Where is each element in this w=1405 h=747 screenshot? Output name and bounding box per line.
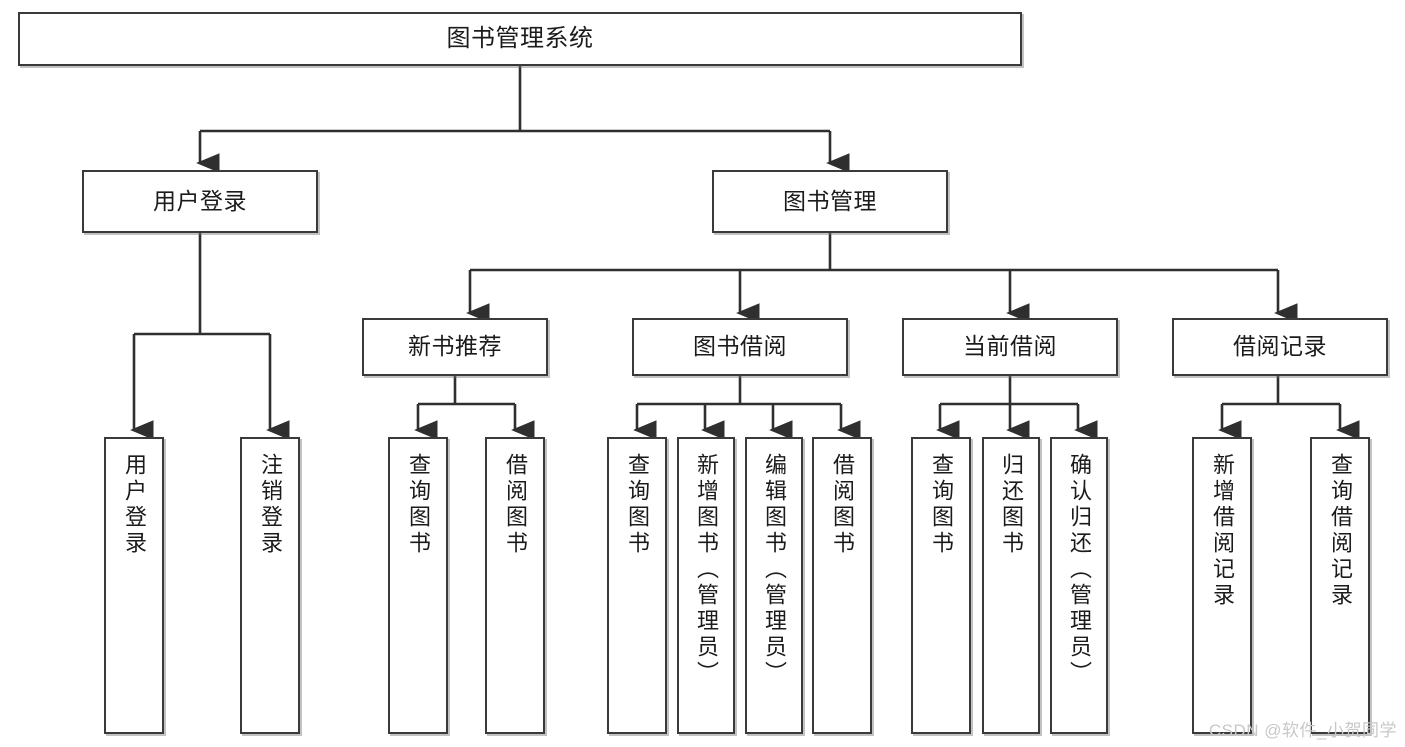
node-borrow-record-label: 借阅记录	[1233, 333, 1327, 360]
node-book-manage[interactable]: 图书管理	[712, 170, 948, 233]
node-leaf-add-book-label: 新增图书（管理员）	[693, 453, 719, 687]
node-leaf-query-record[interactable]: 查询借阅记录	[1310, 437, 1370, 734]
node-leaf-user-login-label: 用户登录	[121, 453, 147, 557]
node-borrow-record[interactable]: 借阅记录	[1172, 318, 1388, 376]
node-leaf-query-record-label: 查询借阅记录	[1327, 453, 1353, 609]
node-leaf-edit-book-label: 编辑图书（管理员）	[761, 453, 787, 687]
node-leaf-edit-book[interactable]: 编辑图书（管理员）	[745, 437, 803, 734]
node-user-login[interactable]: 用户登录	[82, 170, 318, 233]
node-book-manage-label: 图书管理	[783, 187, 877, 214]
node-leaf-logout-login[interactable]: 注销登录	[240, 437, 300, 734]
node-root[interactable]: 图书管理系统	[18, 12, 1022, 66]
node-root-label: 图书管理系统	[446, 24, 594, 52]
node-leaf-add-book[interactable]: 新增图书（管理员）	[677, 437, 735, 734]
node-leaf-query-book-3[interactable]: 查询图书	[911, 437, 971, 734]
node-new-book-recommend-label: 新书推荐	[408, 333, 502, 360]
node-leaf-borrow-book-2[interactable]: 借阅图书	[812, 437, 872, 734]
node-leaf-user-login[interactable]: 用户登录	[104, 437, 164, 734]
node-leaf-borrow-book-1[interactable]: 借阅图书	[485, 437, 545, 734]
node-book-borrow[interactable]: 图书借阅	[632, 318, 848, 376]
node-leaf-query-book-2-label: 查询图书	[624, 453, 650, 557]
node-leaf-add-record[interactable]: 新增借阅记录	[1192, 437, 1252, 734]
node-leaf-query-book-1-label: 查询图书	[405, 453, 431, 557]
node-leaf-add-record-label: 新增借阅记录	[1209, 453, 1235, 609]
node-leaf-borrow-book-2-label: 借阅图书	[829, 453, 855, 557]
csdn-watermark: CSDN @软件_小贺同学	[1208, 721, 1397, 740]
node-leaf-query-book-1[interactable]: 查询图书	[388, 437, 448, 734]
node-book-borrow-label: 图书借阅	[693, 333, 787, 360]
node-leaf-query-book-3-label: 查询图书	[928, 453, 954, 557]
node-leaf-confirm-return-label: 确认归还（管理员）	[1066, 453, 1092, 687]
node-leaf-return-book-label: 归还图书	[998, 453, 1024, 557]
node-current-borrow-label: 当前借阅	[963, 333, 1057, 360]
node-leaf-return-book[interactable]: 归还图书	[982, 437, 1040, 734]
node-leaf-query-book-2[interactable]: 查询图书	[607, 437, 667, 734]
node-current-borrow[interactable]: 当前借阅	[902, 318, 1118, 376]
node-leaf-confirm-return[interactable]: 确认归还（管理员）	[1050, 437, 1108, 734]
node-leaf-logout-login-label: 注销登录	[257, 453, 283, 557]
node-user-login-label: 用户登录	[153, 187, 247, 214]
node-new-book-recommend[interactable]: 新书推荐	[362, 318, 548, 376]
node-leaf-borrow-book-1-label: 借阅图书	[502, 453, 528, 557]
